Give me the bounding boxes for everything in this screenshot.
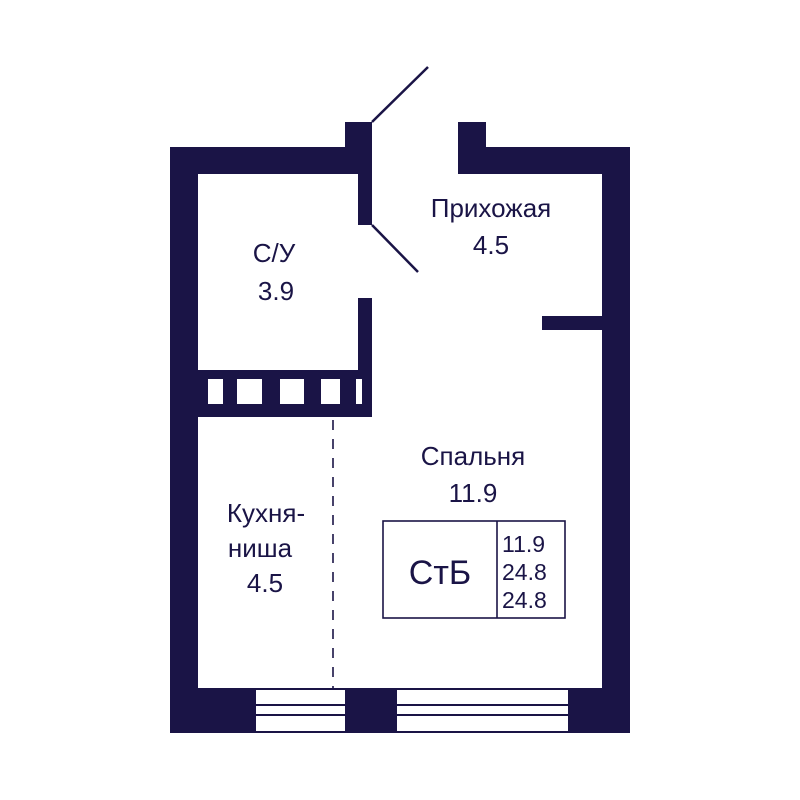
bottom-right-wall <box>568 688 630 733</box>
right-outer-wall <box>602 147 630 733</box>
outer-walls <box>170 122 630 733</box>
summary-box-frame <box>382 520 566 619</box>
door-leaf-inner <box>371 224 419 273</box>
shaft-divider <box>362 379 372 404</box>
summary-box: СтБ 11.9 24.8 24.8 <box>382 520 566 619</box>
door-leaf-outer <box>371 66 429 123</box>
shaft-divider <box>198 379 208 404</box>
left-outer-wall <box>170 147 198 733</box>
bathroom-name: С/У <box>253 238 296 268</box>
hallway-name: Прихожая <box>431 193 551 223</box>
bathroom-walls <box>358 147 372 370</box>
apartment-type-code: СтБ <box>409 554 471 592</box>
window-left <box>256 688 345 733</box>
shaft-top-wall <box>170 370 372 379</box>
entrance-door <box>371 66 429 273</box>
kitchen-name-line1: Кухня- <box>227 498 305 528</box>
total-area-with-balcony-value: 24.8 <box>502 587 547 613</box>
living-area-value: 11.9 <box>502 531 545 557</box>
bathroom-wall-lower <box>358 298 372 370</box>
bedroom-name: Спальня <box>421 441 525 471</box>
bottom-middle-wall <box>345 688 397 733</box>
bathroom-wall-upper <box>358 147 372 225</box>
shaft-divider <box>262 379 280 404</box>
shaft-divider <box>223 379 237 404</box>
shaft-divider <box>340 379 356 404</box>
total-area-value: 24.8 <box>502 559 547 585</box>
top-left-wall <box>170 147 372 174</box>
hallway-area: 4.5 <box>473 230 509 260</box>
ventilation-shaft <box>170 370 372 417</box>
bathroom-area: 3.9 <box>258 276 294 306</box>
top-right-wall <box>458 147 630 174</box>
window-right <box>397 688 568 733</box>
shaft-bottom-wall <box>170 404 372 417</box>
kitchen-area: 4.5 <box>247 568 283 598</box>
kitchen-name-line2: ниша <box>228 533 293 563</box>
shaft-divider <box>304 379 321 404</box>
bedroom-area: 11.9 <box>449 478 498 508</box>
bottom-left-wall <box>170 688 256 733</box>
hallway-wall-stub <box>542 316 602 330</box>
